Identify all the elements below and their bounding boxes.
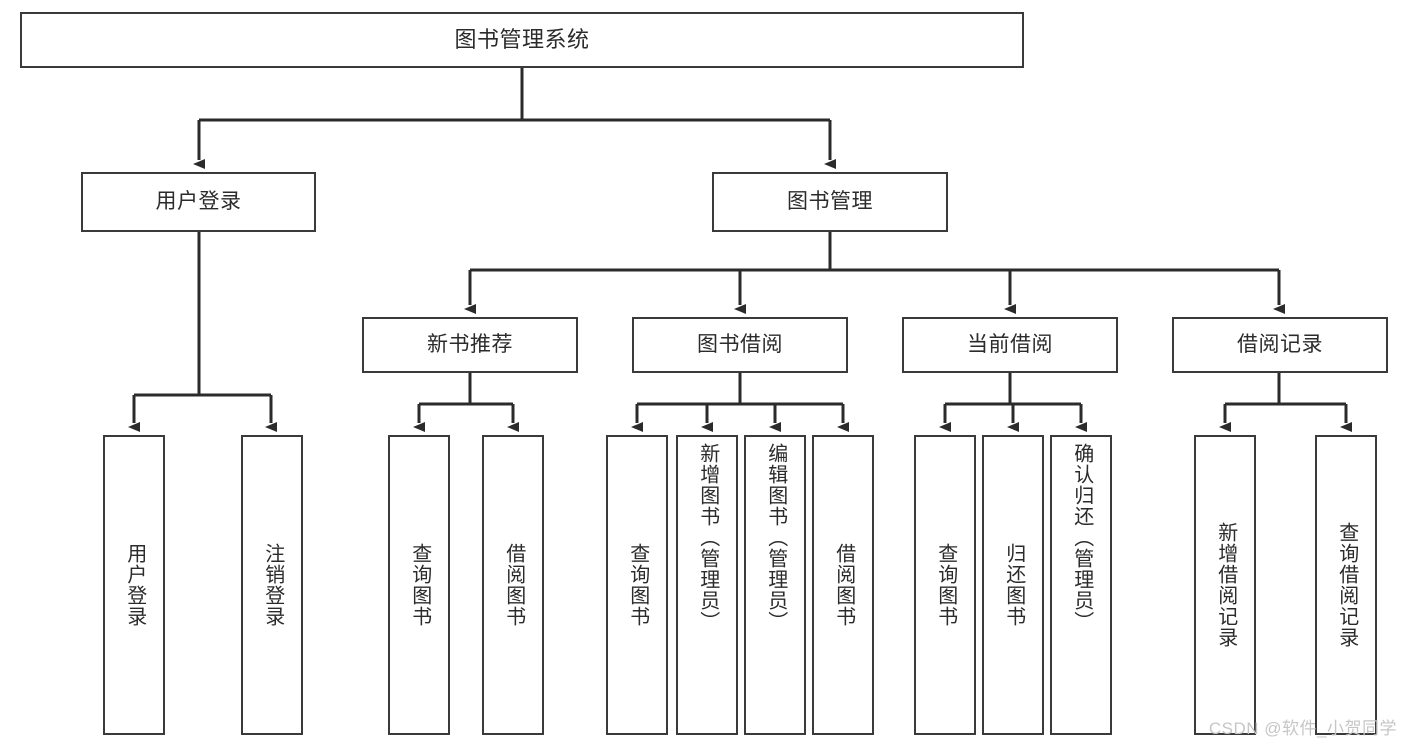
leaf-user-login-login[interactable]: 用户登录 bbox=[103, 435, 165, 735]
leaf-label: 新增图书（管理员） bbox=[696, 443, 719, 632]
leaf-label: 新增借阅记录 bbox=[1214, 522, 1237, 648]
leaf-book-borrow-query-book[interactable]: 查询图书 bbox=[606, 435, 668, 735]
node-borrow-record[interactable]: 借阅记录 bbox=[1172, 317, 1388, 373]
leaf-new-book-borrow-book[interactable]: 借阅图书 bbox=[482, 435, 544, 735]
node-root-label: 图书管理系统 bbox=[454, 26, 590, 52]
leaf-label: 注销登录 bbox=[261, 543, 284, 627]
node-new-book-recommend-label: 新书推荐 bbox=[427, 333, 513, 357]
leaf-label: 查询图书 bbox=[408, 543, 431, 627]
leaf-label: 借阅图书 bbox=[832, 543, 855, 627]
leaf-label: 查询借阅记录 bbox=[1335, 522, 1358, 648]
leaf-label: 编辑图书（管理员） bbox=[764, 443, 787, 632]
leaf-user-login-logout[interactable]: 注销登录 bbox=[241, 435, 303, 735]
node-current-borrow[interactable]: 当前借阅 bbox=[902, 317, 1118, 373]
node-current-borrow-label: 当前借阅 bbox=[967, 333, 1053, 357]
node-book-borrow[interactable]: 图书借阅 bbox=[632, 317, 848, 373]
node-user-login[interactable]: 用户登录 bbox=[81, 172, 316, 232]
leaf-label: 用户登录 bbox=[123, 543, 146, 627]
node-new-book-recommend[interactable]: 新书推荐 bbox=[362, 317, 578, 373]
node-root-book-management-system[interactable]: 图书管理系统 bbox=[20, 12, 1024, 68]
leaf-borrow-record-add-record[interactable]: 新增借阅记录 bbox=[1194, 435, 1256, 735]
node-book-borrow-label: 图书借阅 bbox=[697, 333, 783, 357]
leaf-borrow-record-query-record[interactable]: 查询借阅记录 bbox=[1315, 435, 1377, 735]
leaf-book-borrow-edit-book-admin[interactable]: 编辑图书（管理员） bbox=[744, 435, 806, 735]
leaf-label: 借阅图书 bbox=[502, 543, 525, 627]
leaf-book-borrow-add-book-admin[interactable]: 新增图书（管理员） bbox=[676, 435, 738, 735]
leaf-label: 查询图书 bbox=[934, 543, 957, 627]
node-borrow-record-label: 借阅记录 bbox=[1237, 333, 1323, 357]
leaf-label: 归还图书 bbox=[1002, 543, 1025, 627]
node-user-login-label: 用户登录 bbox=[155, 190, 242, 214]
leaf-current-borrow-return-book[interactable]: 归还图书 bbox=[982, 435, 1044, 735]
leaf-current-borrow-query-book[interactable]: 查询图书 bbox=[914, 435, 976, 735]
leaf-label: 确认归还（管理员） bbox=[1070, 443, 1093, 632]
leaf-new-book-query-book[interactable]: 查询图书 bbox=[388, 435, 450, 735]
leaf-current-borrow-confirm-return-admin[interactable]: 确认归还（管理员） bbox=[1050, 435, 1112, 735]
node-book-management[interactable]: 图书管理 bbox=[712, 172, 948, 232]
leaf-label: 查询图书 bbox=[626, 543, 649, 627]
leaf-book-borrow-borrow-book[interactable]: 借阅图书 bbox=[812, 435, 874, 735]
node-book-management-label: 图书管理 bbox=[787, 190, 873, 214]
